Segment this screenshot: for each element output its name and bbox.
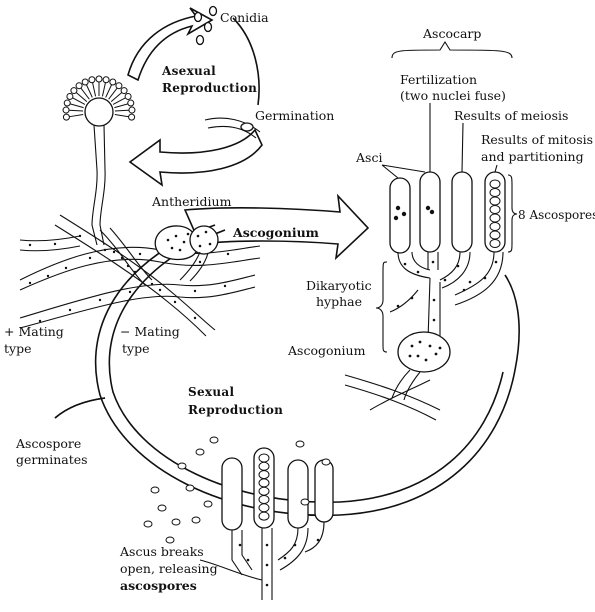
label-antheridium: Antheridium [151,194,232,209]
label-fertilization: Fertilization [400,72,477,87]
label-fertilization-detail: (two nuclei fuse) [400,88,506,103]
label-conidia: Conidia [220,10,269,25]
label-results-meiosis: Results of meiosis [454,108,568,123]
label-ascospores: ascospores [120,578,197,593]
label-ascogonium-left: Ascogonium [232,225,319,240]
germinating-ascospore [55,398,105,418]
conidia-spores [195,7,217,45]
label-reproduction-sexual: Reproduction [188,403,283,417]
label-reproduction-asexual: Reproduction [162,81,257,95]
label-germinates: germinates [16,452,88,467]
mating-hyphae [20,215,260,336]
label-minus-mating-type: type [122,341,149,356]
label-asci: Asci [355,150,382,165]
conidiophore [63,76,135,245]
label-plus-mating: + Mating [4,324,64,339]
label-dikaryotic: Dikaryotic [306,278,372,293]
label-germination: Germination [255,108,334,123]
label-ascus-open: open, releasing [120,561,218,576]
label-results-mitosis: Results of mitosis [481,132,593,147]
germinating-conidium [205,118,260,138]
label-asexual: Asexual [161,64,216,78]
label-sexual: Sexual [188,385,234,399]
label-results-mitosis-2: and partitioning [481,149,584,164]
label-minus-mating: − Mating [120,324,180,339]
label-plus-mating-type: type [4,341,31,356]
label-8-ascospores: 8 Ascospores [518,208,595,222]
label-ascus-breaks: Ascus breaks [119,544,204,559]
label-dikaryotic-hyphae: hyphae [316,294,362,309]
label-ascospore: Ascospore [15,436,81,451]
gametangia [155,226,218,281]
releasing-asci [200,448,333,600]
asexual-cycle-arrows [128,8,262,185]
label-ascocarp: Ascocarp [422,26,481,41]
label-ascogonium-right: Ascogonium [287,343,366,358]
